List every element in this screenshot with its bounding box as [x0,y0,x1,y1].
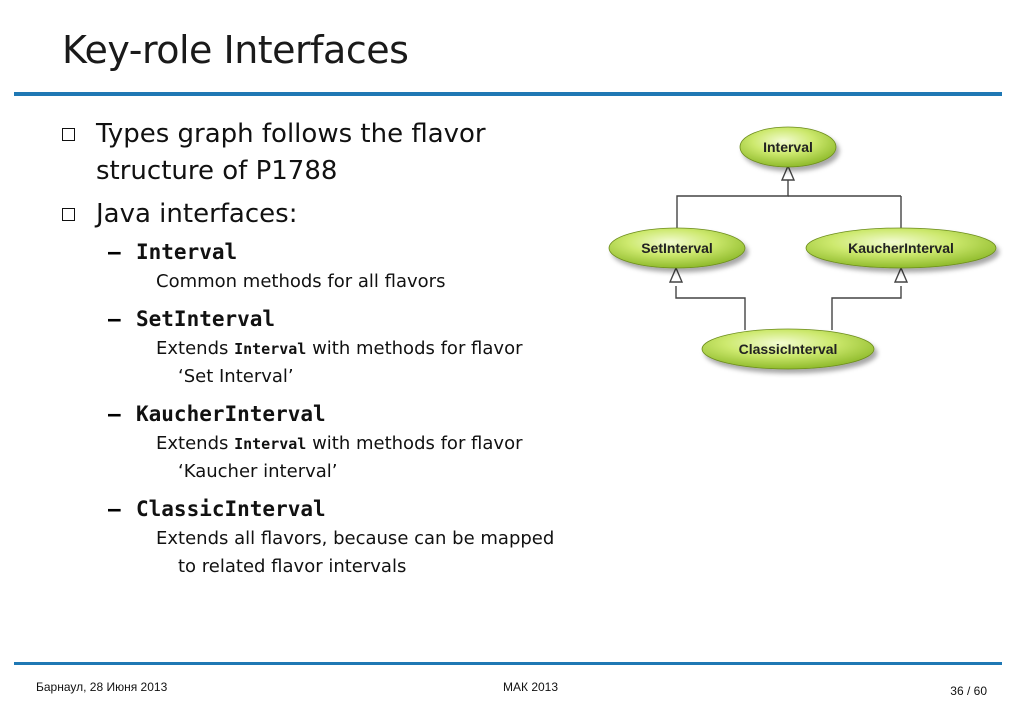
slide-content: Types graph follows the flavor structure… [60,116,560,589]
node-classicinterval-label: ClassicInterval [739,341,838,357]
checkbox-bullet-icon [62,208,75,221]
interface-item-setinterval: – SetInterval [108,307,276,331]
footer-location-date: Барнаул, 28 Июня 2013 [36,680,168,694]
inheritance-arrows [668,164,909,283]
arrow-to-interval-icon [780,164,796,181]
footer-conference: МАК 2013 [503,680,559,694]
interface-desc-interval: Common methods for all flavors [156,271,446,292]
node-setinterval-label: SetInterval [641,240,713,256]
node-interval: Interval [739,126,837,168]
interface-desc-classicinterval: Extends all flavors, because can be mapp… [156,528,555,577]
bullet-java-interfaces: Java interfaces: [60,196,560,233]
title-divider [14,92,1002,96]
interface-item-interval: – Interval [108,240,238,264]
slide-title: Key-role Interfaces [62,28,409,72]
node-kaucherinterval-label: KaucherInterval [848,240,954,256]
interface-item-classicinterval: – ClassicInterval [108,497,326,521]
node-kaucherinterval: KaucherInterval [805,227,997,269]
type-hierarchy-diagram: Interval SetInterval KaucherInterval Cla… [608,126,997,370]
bullet-types-graph: Types graph follows the flavor structure… [60,116,560,190]
checkbox-bullet-icon [62,128,75,141]
interface-desc-setinterval: Extends Interval with methods for flavor… [156,338,523,387]
page-number: 36 / 60 [950,684,987,698]
arrow-to-setinterval-icon [668,266,684,283]
node-classicinterval: ClassicInterval [701,328,875,370]
footer-divider [14,662,1002,665]
arrow-to-kaucherinterval-icon [893,266,909,283]
interface-desc-kaucherinterval: Extends Interval with methods for flavor… [156,433,523,482]
interface-item-kaucherinterval: – KaucherInterval [108,402,326,426]
node-setinterval: SetInterval [608,227,746,269]
diagram-connectors [675,176,902,330]
node-interval-label: Interval [763,139,813,155]
